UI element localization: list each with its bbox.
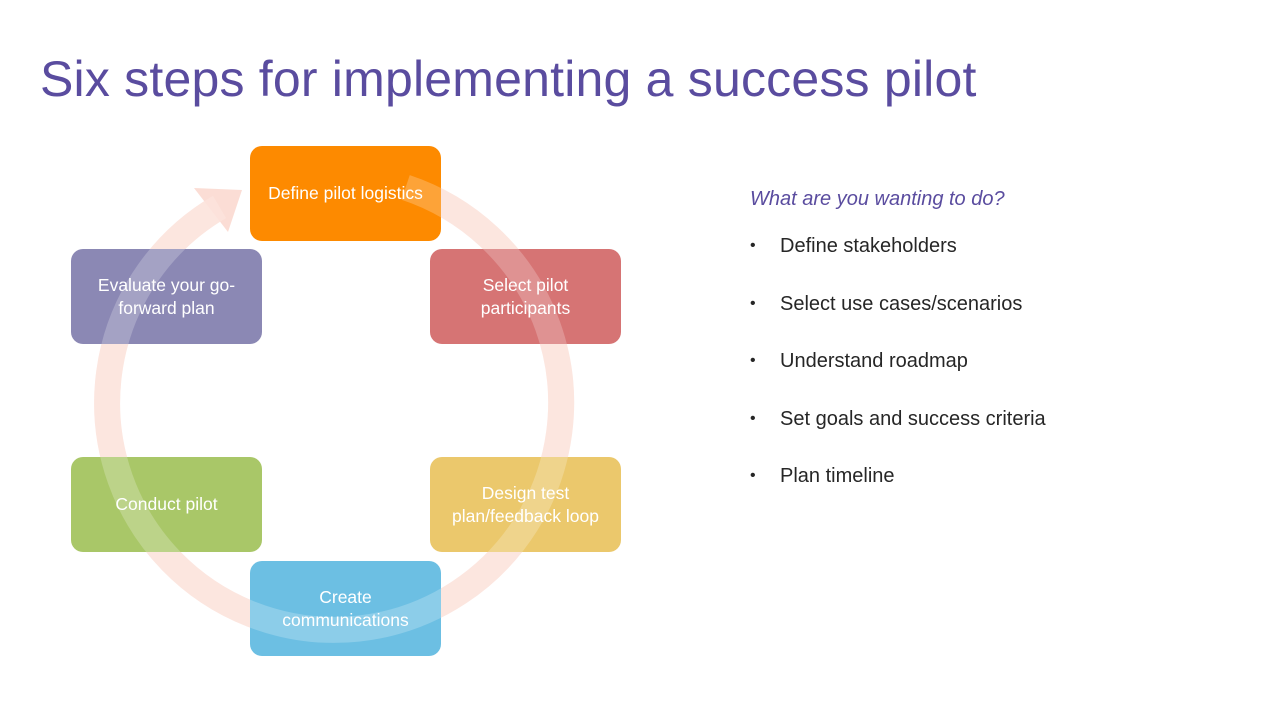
guidance-panel: What are you wanting to do? • Define sta… bbox=[750, 188, 1250, 521]
list-item-text: Understand roadmap bbox=[780, 350, 968, 372]
bullet-icon: • bbox=[750, 467, 756, 484]
list-item: • Understand roadmap bbox=[750, 348, 1250, 406]
cycle-arrowhead bbox=[194, 188, 242, 232]
list-item-text: Define stakeholders bbox=[780, 235, 957, 257]
guidance-list: • Define stakeholders • Select use cases… bbox=[750, 233, 1250, 521]
step-label: Evaluate your go-forward plan bbox=[97, 274, 236, 318]
step-label: Conduct pilot bbox=[115, 494, 218, 514]
step-evaluate-go-forward-plan: Evaluate your go-forward plan bbox=[71, 249, 262, 344]
step-define-pilot-logistics: Define pilot logistics bbox=[250, 146, 441, 241]
step-select-pilot-participants: Select pilot participants bbox=[430, 249, 621, 344]
bullet-icon: • bbox=[750, 352, 756, 369]
list-item-text: Plan timeline bbox=[780, 465, 895, 487]
list-item: • Define stakeholders bbox=[750, 233, 1250, 291]
list-item: • Set goals and success criteria bbox=[750, 406, 1250, 464]
step-label: Define pilot logistics bbox=[268, 183, 423, 203]
list-item-text: Select use cases/scenarios bbox=[780, 292, 1023, 315]
list-item: • Select use cases/scenarios bbox=[750, 291, 1250, 349]
bullet-icon: • bbox=[750, 294, 756, 312]
bullet-icon: • bbox=[750, 409, 756, 427]
step-label: Create communications bbox=[282, 586, 409, 630]
step-label: Design test plan/feedback loop bbox=[452, 482, 599, 526]
guidance-question: What are you wanting to do? bbox=[750, 188, 1005, 210]
step-label: Select pilot participants bbox=[480, 274, 571, 318]
step-create-communications: Create communications bbox=[250, 561, 441, 656]
bullet-icon: • bbox=[750, 237, 756, 254]
slide-title: Six steps for implementing a success pil… bbox=[40, 51, 977, 107]
list-item: • Plan timeline bbox=[750, 463, 1250, 521]
step-conduct-pilot: Conduct pilot bbox=[71, 457, 262, 552]
list-item-text: Set goals and success criteria bbox=[780, 407, 1046, 430]
step-design-test-plan: Design test plan/feedback loop bbox=[430, 457, 621, 552]
